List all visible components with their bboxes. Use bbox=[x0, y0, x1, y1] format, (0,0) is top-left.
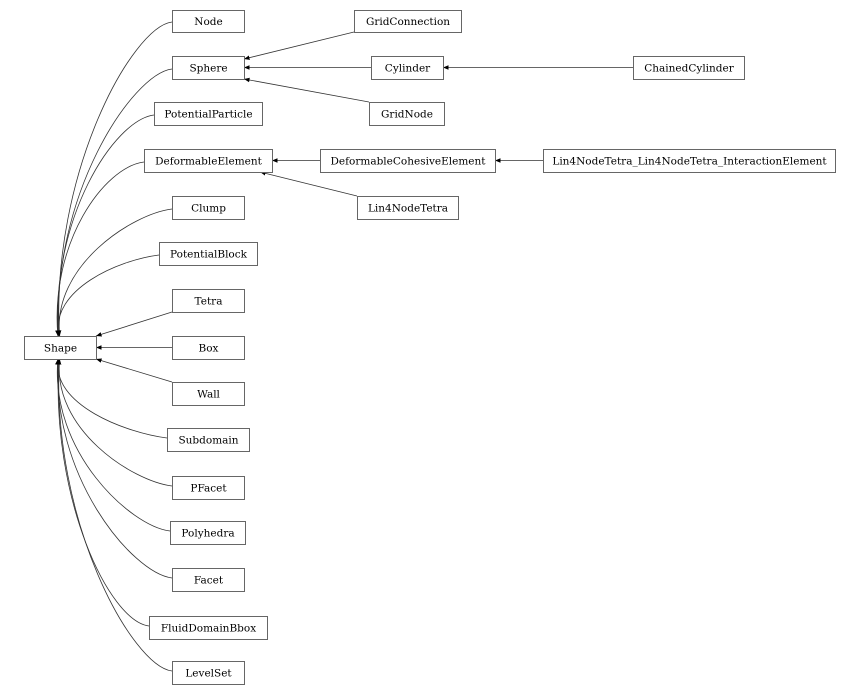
class-node-box bbox=[357, 196, 459, 220]
class-node-label: Clump bbox=[191, 203, 226, 215]
class-node-box bbox=[170, 521, 246, 545]
class-node-box[interactable]: Box bbox=[172, 336, 245, 360]
class-node-label: GridConnection bbox=[366, 16, 450, 28]
class-node-label: Wall bbox=[197, 389, 220, 401]
class-node-label: Cylinder bbox=[385, 63, 431, 75]
class-node-sphere[interactable]: Sphere bbox=[172, 56, 245, 80]
class-node-box bbox=[172, 568, 245, 592]
edge-grid-node-to-sphere bbox=[243, 77, 370, 103]
class-node-box bbox=[633, 56, 745, 80]
class-node-box bbox=[154, 102, 263, 126]
class-node-grid-node[interactable]: GridNode bbox=[369, 102, 445, 126]
edge-wall-to-shape bbox=[95, 358, 173, 383]
edge-pfacet-to-shape bbox=[56, 358, 173, 487]
class-node-box bbox=[24, 336, 97, 360]
class-node-label: Subdomain bbox=[178, 435, 238, 447]
class-node-shape[interactable]: Shape bbox=[24, 336, 97, 360]
class-node-label: GridNode bbox=[381, 109, 433, 121]
class-node-box bbox=[167, 428, 250, 452]
edge-level-set-to-shape bbox=[56, 358, 173, 672]
class-node-subdomain[interactable]: Subdomain bbox=[167, 428, 250, 452]
class-node-grid-connection[interactable]: GridConnection bbox=[354, 10, 462, 33]
class-node-label: Box bbox=[199, 343, 219, 355]
class-node-box bbox=[172, 661, 245, 685]
edge-deformable-element-to-shape bbox=[55, 161, 145, 337]
class-node-fluid-domain-bbox[interactable]: FluidDomainBbox bbox=[149, 616, 268, 640]
class-node-label: PFacet bbox=[190, 483, 227, 495]
class-node-box bbox=[320, 149, 496, 173]
class-node-polyhedra[interactable]: Polyhedra bbox=[170, 521, 246, 545]
edge-node-to-shape bbox=[56, 21, 173, 337]
class-node-label: Lin4NodeTetra bbox=[368, 203, 448, 215]
class-node-box bbox=[172, 382, 245, 406]
class-node-label: Shape bbox=[44, 343, 77, 355]
class-node-box bbox=[371, 56, 444, 80]
class-node-box bbox=[172, 289, 245, 313]
class-node-box bbox=[172, 56, 245, 80]
edge-potential-particle-to-shape bbox=[55, 114, 155, 337]
class-node-label: Node bbox=[194, 16, 222, 28]
edge-grid-connection-to-sphere bbox=[243, 31, 355, 60]
class-node-label: DeformableElement bbox=[155, 156, 263, 168]
class-node-node[interactable]: Node bbox=[172, 10, 245, 33]
class-node-box bbox=[172, 10, 245, 33]
class-node-potential-particle[interactable]: PotentialParticle bbox=[154, 102, 263, 126]
class-node-cylinder[interactable]: Cylinder bbox=[371, 56, 444, 80]
class-node-box bbox=[354, 10, 462, 33]
class-node-label: DeformableCohesiveElement bbox=[331, 156, 487, 168]
class-node-deformable-cohesive-element[interactable]: DeformableCohesiveElement bbox=[320, 149, 496, 173]
edge-facet-to-shape bbox=[55, 358, 173, 579]
class-node-label: Lin4NodeTetra_Lin4NodeTetra_InteractionE… bbox=[552, 156, 827, 168]
class-node-label: LevelSet bbox=[185, 668, 232, 680]
class-node-lin4-node-tetra[interactable]: Lin4NodeTetra bbox=[357, 196, 459, 220]
edge-clump-to-shape bbox=[56, 208, 173, 337]
class-node-chained-cylinder[interactable]: ChainedCylinder bbox=[633, 56, 745, 80]
class-node-label: PotentialBlock bbox=[170, 249, 248, 261]
edge-potential-block-to-shape bbox=[55, 254, 160, 337]
class-node-label: ChainedCylinder bbox=[644, 63, 734, 75]
class-node-facet[interactable]: Facet bbox=[172, 568, 245, 592]
class-node-box bbox=[159, 242, 258, 266]
class-node-label: PotentialParticle bbox=[164, 109, 252, 121]
class-node-deformable-element[interactable]: DeformableElement bbox=[144, 149, 273, 173]
class-node-box bbox=[543, 149, 836, 173]
class-node-box bbox=[149, 616, 268, 640]
class-node-lin4-node-tetra-lin4-node-tetra-interaction-element[interactable]: Lin4NodeTetra_Lin4NodeTetra_InteractionE… bbox=[543, 149, 836, 173]
edge-tetra-to-shape bbox=[95, 311, 173, 337]
class-node-wall[interactable]: Wall bbox=[172, 382, 245, 406]
class-node-box bbox=[144, 149, 273, 173]
class-node-clump[interactable]: Clump bbox=[172, 196, 245, 220]
edge-subdomain-to-shape bbox=[55, 358, 168, 439]
class-node-box bbox=[172, 476, 245, 500]
class-node-label: Facet bbox=[194, 575, 224, 587]
class-node-pfacet[interactable]: PFacet bbox=[172, 476, 245, 500]
class-node-box bbox=[172, 336, 245, 360]
class-node-label: Tetra bbox=[195, 296, 223, 308]
class-node-label: Sphere bbox=[189, 63, 227, 75]
class-node-label: FluidDomainBbox bbox=[161, 623, 256, 635]
class-node-level-set[interactable]: LevelSet bbox=[172, 661, 245, 685]
class-node-box bbox=[172, 196, 245, 220]
edge-lin4-node-tetra-to-deformable-element bbox=[259, 171, 358, 197]
class-node-box bbox=[369, 102, 445, 126]
class-node-potential-block[interactable]: PotentialBlock bbox=[159, 242, 258, 266]
class-node-tetra[interactable]: Tetra bbox=[172, 289, 245, 313]
class-node-label: Polyhedra bbox=[181, 528, 234, 540]
